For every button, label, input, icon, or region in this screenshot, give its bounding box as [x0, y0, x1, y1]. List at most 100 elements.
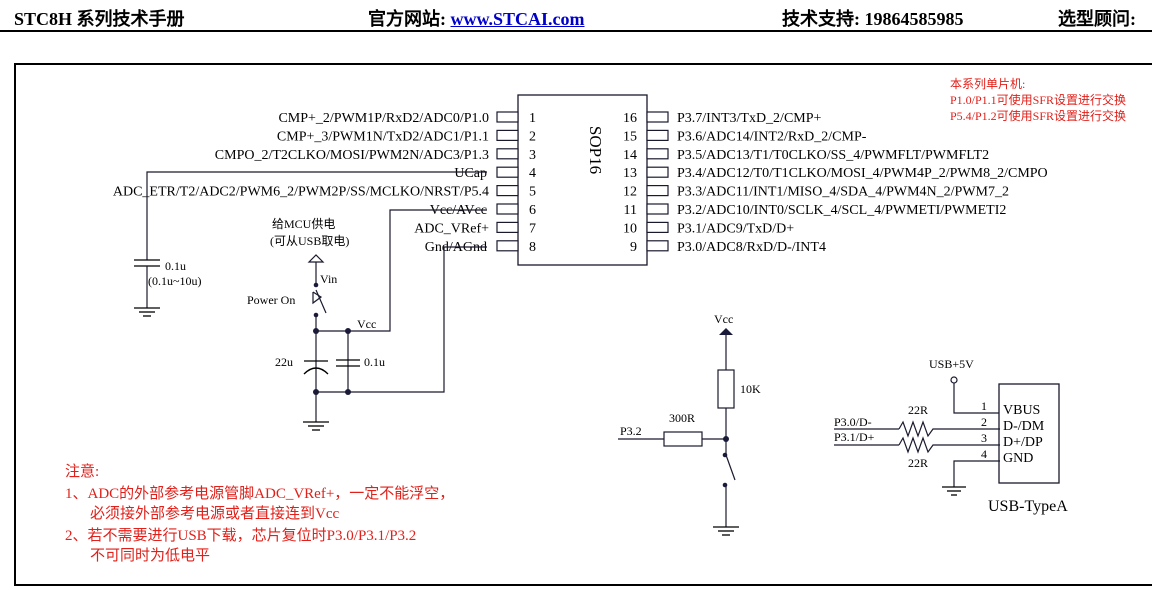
site-label: 官方网站: [368, 9, 451, 29]
supply-note-1: 给MCU供电 [272, 217, 335, 231]
official-site: 官方网站: www.STCAI.com [368, 5, 585, 31]
usb-pin-number: 2 [981, 415, 987, 429]
pin-number: 10 [623, 221, 637, 236]
pin-stub-13 [646, 166, 669, 178]
pin-number: 5 [529, 185, 536, 200]
series-note-line2: P5.4/P1.2可使用SFR设置进行交换 [950, 108, 1126, 123]
pin-label: CMP+_2/PWM1P/RxD2/ADC0/P1.0 [278, 111, 489, 126]
pin-label: P3.7/INT3/TxD_2/CMP+ [677, 111, 822, 126]
pin-number: 3 [529, 148, 536, 163]
pin-number: 7 [529, 221, 536, 236]
pin-number: 9 [630, 240, 637, 255]
ground-icon [713, 526, 739, 536]
pullup-value: 10K [740, 382, 761, 396]
bulk-cap-value: 22u [275, 355, 293, 369]
site-link[interactable]: www.STCAI.com [450, 9, 585, 29]
series-resistor [663, 431, 703, 447]
pin-number: 11 [624, 203, 637, 218]
dm-resistor [898, 420, 937, 438]
chip-package: SOP16 [586, 126, 605, 174]
pin-stub-16 [646, 111, 669, 123]
vin-node [313, 282, 319, 288]
decouple-cap-value: 0.1u [364, 355, 385, 369]
usb-pin-label: D+/DP [1003, 435, 1043, 450]
pin-stub-9 [646, 240, 669, 252]
dp-resistor [898, 436, 937, 454]
usb-pin-label: GND [1003, 451, 1033, 466]
bulk-cap-curve [303, 367, 329, 375]
vin-label: Vin [320, 272, 337, 286]
pin-label: P3.1/ADC9/TxD/D+ [677, 221, 794, 236]
pin-number: 1 [529, 111, 536, 126]
left-pins: 1 CMP+_2/PWM1P/RxD2/ADC0/P1.0 2 CMP+_3/PWM1… [113, 111, 536, 255]
ground-icon [134, 307, 160, 317]
usb-pin-number: 3 [981, 431, 987, 445]
pin-stub-4 [496, 166, 519, 178]
pin-stub-8 [496, 240, 519, 252]
right-pins: 16 P3.7/INT3/TxD_2/CMP+ 15 P3.6/ADC14/INT2/… [623, 111, 1048, 255]
pin-stub-7 [496, 221, 519, 233]
ucap-wire [146, 171, 487, 260]
pin-label: P3.6/ADC14/INT2/RxD_2/CMP- [677, 129, 867, 144]
pin-stub-12 [646, 185, 669, 197]
reset-vcc-label: Vcc [714, 312, 733, 326]
dm-resistor-value: 22R [908, 403, 928, 417]
vbus-wire [953, 383, 1000, 414]
reset-switch-lever [725, 454, 736, 481]
usb-gnd-wire [953, 460, 1000, 487]
tech-support: 技术支持: 19864585985 [782, 9, 964, 29]
usb-pin-number: 1 [981, 399, 987, 413]
pin-number: 15 [623, 129, 637, 144]
pin-number: 6 [529, 203, 536, 218]
pin-stub-11 [646, 203, 669, 215]
pin-number: 13 [623, 166, 637, 181]
power-switch-label: Power On [247, 293, 295, 307]
ucap-value: 0.1u [165, 259, 186, 273]
pin-label: CMP+_3/PWM1N/TxD2/ADC1/P1.1 [277, 129, 489, 144]
power-switch-icon [312, 289, 327, 314]
usb-supply-label: USB+5V [929, 357, 974, 371]
usb-pin-label: D-/DM [1003, 419, 1045, 434]
pin-label: CMPO_2/T2CLKO/MOSI/PWM2N/ADC3/P1.3 [215, 148, 489, 163]
ground-icon [942, 486, 966, 496]
pin-number: 16 [623, 111, 637, 126]
pin-stub-5 [496, 185, 519, 197]
pin-label: P3.2/ADC10/INT0/SCLK_4/SCL_4/PWMETI/PWME… [677, 203, 1006, 218]
ground-icon [303, 421, 329, 431]
pullup-resistor [717, 369, 735, 409]
pin-number: 8 [529, 240, 536, 255]
series-note-line1: P1.0/P1.1可使用SFR设置进行交换 [950, 92, 1126, 107]
p32-label: P3.2 [620, 424, 642, 438]
pin-stub-2 [496, 129, 519, 141]
chip-body [517, 94, 648, 266]
frame-border [14, 63, 1152, 586]
note-2-line1: 2、若不需要进行USB下载，芯片复位时P3.0/P3.1/P3.2 [65, 526, 416, 544]
note-1-line1: 1、ADC的外部参考电源管脚ADC_VRef+，一定不能浮空， [65, 485, 454, 502]
reset-switch-bottom [722, 482, 728, 488]
pin-label: P3.4/ADC12/T0/T1CLKO/MOSI_4/PWM4P_2/PWM8… [677, 166, 1048, 181]
series-value: 300R [669, 411, 695, 425]
selection-advisor: 选型顾问: [1058, 9, 1136, 29]
dp-net-label: P3.1/D+ [834, 430, 875, 444]
vcc-wire [316, 209, 487, 332]
note-2-line2: 不可同时为低电平 [90, 547, 210, 564]
usb-supply-terminal [950, 376, 958, 384]
vcc-arrow-icon [719, 328, 733, 335]
pin-stub-15 [646, 129, 669, 141]
dp-resistor-value: 22R [908, 456, 928, 470]
pin-number: 2 [529, 129, 536, 144]
pin-stub-10 [646, 221, 669, 233]
pin-label: ADC_ETR/T2/ADC2/PWM6_2/PWM2P/SS/MCLKO/NR… [113, 185, 489, 200]
usb-pins: 1 VBUS 2 D-/DM 3 D+/DP 4 GND [981, 399, 1045, 466]
pin-label: P3.3/ADC11/INT1/MISO_4/SDA_4/PWM4N_2/PWM… [677, 185, 1009, 200]
supply-note-2: (可从USB取电) [270, 234, 349, 248]
note-1-line2: 必须接外部参考电源或者直接连到Vcc [90, 505, 339, 522]
pin-label: UCap [454, 166, 487, 181]
doc-title: STC8H 系列技术手册 [14, 9, 185, 29]
pin-number: 4 [529, 166, 536, 181]
usb-pin-number: 4 [981, 447, 987, 461]
page-header: STC8H 系列技术手册 官方网站: www.STCAI.com 技术支持: 1… [0, 0, 1152, 32]
power-arrow-icon [307, 254, 325, 263]
usb-pin-label: VBUS [1003, 403, 1040, 418]
pin-number: 14 [623, 148, 637, 163]
